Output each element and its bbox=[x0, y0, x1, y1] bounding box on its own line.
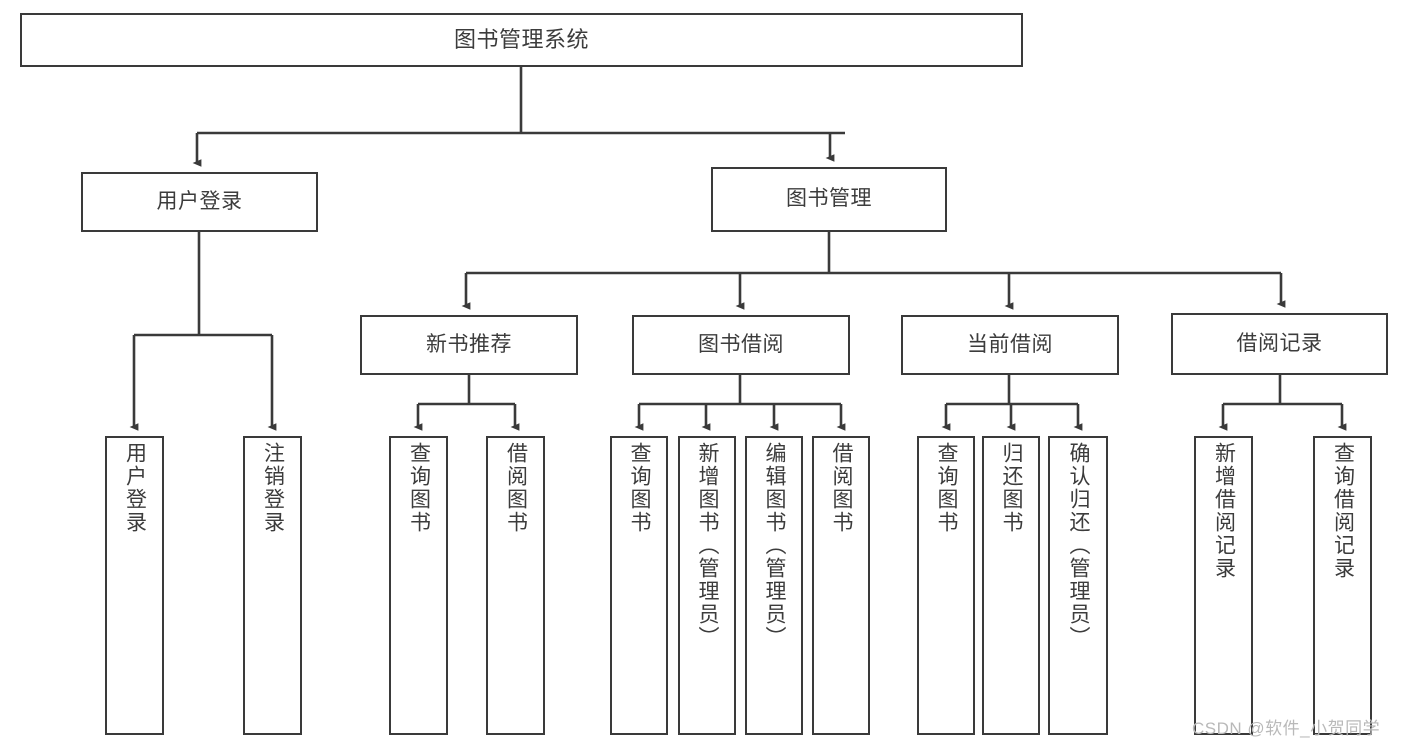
node-borrow-record[interactable]: 借阅记录 bbox=[1171, 313, 1388, 375]
node-book-borrow[interactable]: 图书借阅 bbox=[632, 315, 850, 375]
node-label: 查询图书 bbox=[935, 442, 959, 534]
leaf-book-borrow-edit-book-admin[interactable]: 编辑图书（管理员） bbox=[745, 436, 803, 735]
leaf-current-borrow-confirm-return-admin[interactable]: 确认归还（管理员） bbox=[1048, 436, 1108, 735]
node-root-system[interactable]: 图书管理系统 bbox=[20, 13, 1023, 67]
node-label: 新书推荐 bbox=[426, 332, 512, 356]
node-book-management[interactable]: 图书管理 bbox=[711, 167, 947, 232]
csdn-watermark: CSDN @软件_小贺同学 bbox=[1192, 719, 1381, 738]
node-label: 编辑图书（管理员） bbox=[763, 442, 787, 649]
node-label: 查询借阅记录 bbox=[1331, 442, 1355, 580]
node-label: 图书管理 bbox=[786, 187, 872, 211]
node-label: 归还图书 bbox=[1000, 442, 1024, 534]
node-user-login[interactable]: 用户登录 bbox=[81, 172, 318, 232]
node-label: 新增图书（管理员） bbox=[696, 442, 720, 649]
leaf-new-book-borrow-book[interactable]: 借阅图书 bbox=[486, 436, 545, 735]
node-label: 用户登录 bbox=[123, 442, 147, 534]
leaf-user-login-login[interactable]: 用户登录 bbox=[105, 436, 164, 735]
node-new-book-recommend[interactable]: 新书推荐 bbox=[360, 315, 578, 375]
node-label: 用户登录 bbox=[156, 189, 243, 213]
leaf-book-borrow-borrow-book[interactable]: 借阅图书 bbox=[812, 436, 870, 735]
leaf-borrow-record-query-record[interactable]: 查询借阅记录 bbox=[1313, 436, 1372, 735]
node-label: 借阅图书 bbox=[830, 442, 854, 534]
node-label: 查询图书 bbox=[628, 442, 652, 534]
node-label: 新增借阅记录 bbox=[1212, 442, 1236, 580]
node-current-borrow[interactable]: 当前借阅 bbox=[901, 315, 1119, 375]
leaf-new-book-query-book[interactable]: 查询图书 bbox=[389, 436, 448, 735]
node-label: 查询图书 bbox=[407, 442, 431, 534]
leaf-book-borrow-query-book[interactable]: 查询图书 bbox=[610, 436, 668, 735]
leaf-borrow-record-add-record[interactable]: 新增借阅记录 bbox=[1194, 436, 1253, 735]
leaf-book-borrow-add-book-admin[interactable]: 新增图书（管理员） bbox=[678, 436, 736, 735]
node-label: 图书借阅 bbox=[698, 332, 784, 356]
node-label: 确认归还（管理员） bbox=[1067, 442, 1091, 649]
leaf-current-borrow-query-book[interactable]: 查询图书 bbox=[917, 436, 975, 735]
node-label: 图书管理系统 bbox=[453, 27, 589, 53]
node-label: 当前借阅 bbox=[967, 332, 1053, 356]
leaf-user-login-logout[interactable]: 注销登录 bbox=[243, 436, 302, 735]
node-label: 借阅记录 bbox=[1236, 331, 1323, 355]
node-label: 注销登录 bbox=[261, 442, 285, 534]
leaf-current-borrow-return-book[interactable]: 归还图书 bbox=[982, 436, 1040, 735]
node-label: 借阅图书 bbox=[504, 442, 528, 534]
